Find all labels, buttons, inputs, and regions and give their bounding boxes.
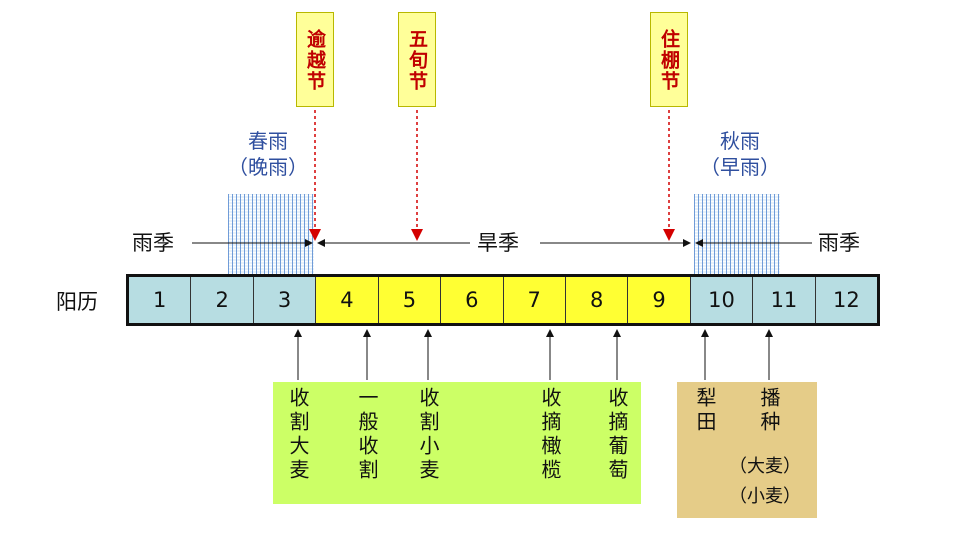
spring-rain-hatch	[228, 194, 314, 274]
spring-rain-label: 春雨	[248, 129, 288, 153]
month-cell: 7	[503, 277, 566, 323]
activity-olive-harvest: 收摘橄榄	[538, 387, 562, 483]
month-cell: 8	[565, 277, 629, 323]
season-rain-right: 雨季	[814, 230, 864, 256]
season-rain-left: 雨季	[128, 230, 178, 256]
sow-note-barley: （大麦）	[729, 456, 801, 477]
month-cell: 12	[815, 277, 878, 323]
sow-note-wheat: （小麦）	[729, 486, 801, 507]
autumn-rain-title: 秋雨 （早雨）	[686, 128, 794, 180]
festival-pentecost: 五旬节	[398, 12, 436, 107]
month-cell: 3	[253, 277, 317, 323]
activity-wheat-harvest: 收割小麦	[416, 387, 440, 483]
activity-barley-harvest: 收割大麦	[286, 387, 310, 483]
calendar-row-label: 阳历	[56, 290, 98, 314]
festival-tabernacles: 住棚节	[650, 12, 688, 107]
month-cell: 4	[316, 277, 379, 323]
activity-grape-harvest: 收摘葡萄	[605, 387, 629, 483]
month-cell: 9	[628, 277, 691, 323]
month-cell: 1	[129, 277, 192, 323]
month-cell: 11	[753, 277, 816, 323]
activity-sow: 播种	[757, 387, 781, 435]
month-cell: 2	[191, 277, 254, 323]
spring-rain-sub: （晚雨）	[228, 155, 308, 179]
activity-general-harvest: 一般收割	[355, 387, 379, 483]
festival-passover: 逾越节	[296, 12, 334, 107]
autumn-rain-label: 秋雨	[720, 129, 760, 153]
planting-activities-box	[677, 382, 817, 518]
month-cell: 10	[690, 277, 754, 323]
harvest-activities-box	[273, 382, 641, 504]
month-cell: 5	[378, 277, 442, 323]
spring-rain-title: 春雨 （晚雨）	[214, 128, 322, 180]
season-dry: 旱季	[473, 230, 523, 256]
activity-plough: 犁田	[693, 387, 717, 435]
autumn-rain-sub: （早雨）	[700, 155, 780, 179]
month-calendar: 1 2 3 4 5 6 7 8 9 10 11 12	[126, 274, 880, 326]
autumn-rain-hatch	[694, 194, 780, 274]
month-cell: 6	[441, 277, 504, 323]
